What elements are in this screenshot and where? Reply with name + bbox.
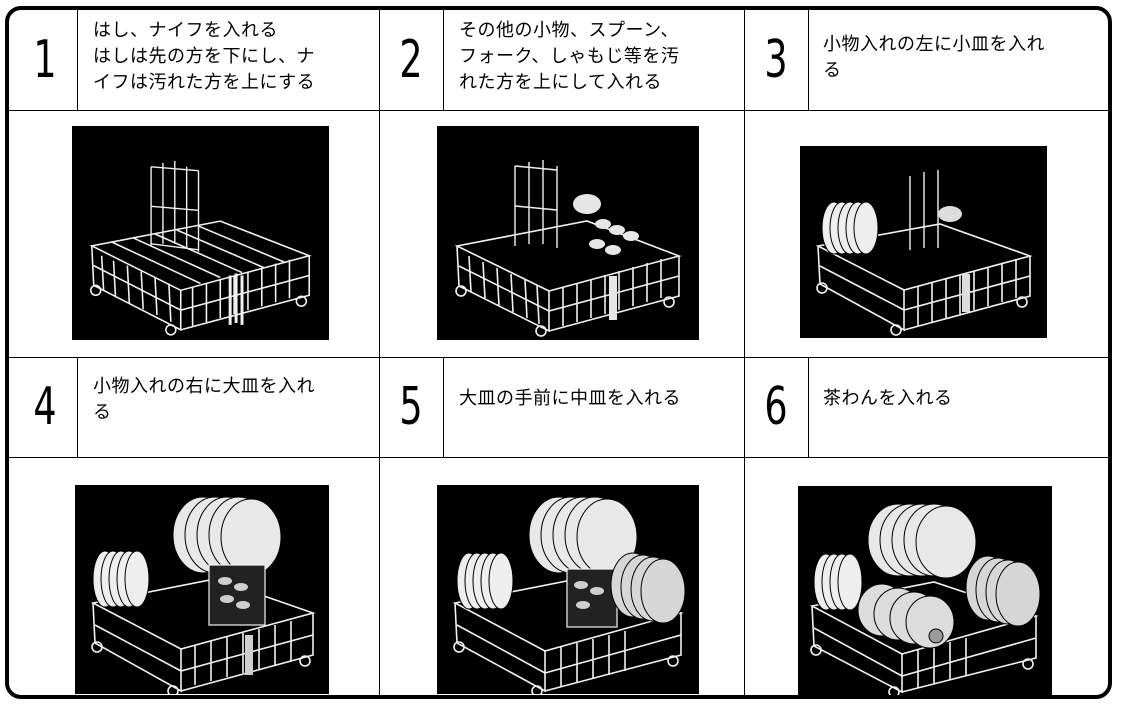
- basket-icon: [815, 223, 1033, 336]
- step-number-5: 5: [399, 377, 423, 437]
- step-number-divider: [77, 357, 78, 457]
- step-number-divider: [808, 357, 809, 457]
- step-2-line-3: れた方を上にして入れる: [459, 72, 662, 93]
- instruction-grid: 1 はし、ナイフを入れる はしは先の方を下にし、ナ イフは汚れた方を上にする 2…: [9, 10, 1108, 695]
- large-plates-icon: [867, 503, 977, 579]
- step-4-text: 小物入れの右に大皿を入れ る: [93, 374, 315, 426]
- step-2-line-2: フォーク、しゃもじ等を汚: [459, 46, 680, 67]
- step-5-basket-illustration: [452, 496, 686, 694]
- row-divider: [9, 110, 1108, 111]
- utensil-holder-icon: [909, 170, 939, 250]
- step-number-divider: [443, 357, 444, 457]
- step-2-line-1: その他の小物、スプーン、: [459, 20, 680, 41]
- utensil-holder-icon: [514, 160, 558, 248]
- column-divider: [379, 10, 380, 695]
- step-6-photo: [798, 486, 1052, 695]
- basket-icon: [452, 578, 684, 694]
- step-3-photo: [800, 146, 1047, 338]
- step-4-basket-illustration: [90, 496, 316, 694]
- large-plates-icon: [172, 496, 282, 576]
- step-3-text: 小物入れの左に小皿を入れ る: [823, 32, 1045, 84]
- basket-icon: [90, 578, 316, 694]
- basket-icon: [89, 220, 312, 336]
- step-number-2: 2: [399, 30, 423, 90]
- small-plates-icon: [456, 552, 514, 610]
- step-number-divider: [443, 10, 444, 110]
- step-1-line-1: はし、ナイフを入れる: [93, 20, 278, 41]
- basket-icon: [454, 220, 682, 337]
- step-number-1: 1: [33, 30, 57, 90]
- step-4-line-1: 小物入れの右に大皿を入れ: [93, 376, 315, 397]
- row-divider: [9, 357, 1108, 358]
- small-plates-icon: [821, 201, 879, 255]
- chopsticks-icon: [228, 273, 244, 325]
- utensil-holder-icon: [566, 568, 618, 628]
- step-5-line-1: 大皿の手前に中皿を入れる: [459, 388, 681, 409]
- bowls-icon: [857, 583, 955, 649]
- step-2-basket-illustration: [454, 160, 682, 337]
- step-6-text: 茶わんを入れる: [823, 386, 953, 412]
- medium-plates-icon: [965, 555, 1041, 627]
- row-divider: [9, 457, 1108, 458]
- step-3-basket-illustration: [815, 170, 1033, 336]
- step-1-basket-illustration: [89, 160, 312, 336]
- medium-plates-icon: [610, 552, 686, 624]
- step-6-basket-illustration: [809, 503, 1041, 695]
- instruction-sheet: 1 はし、ナイフを入れる はしは先の方を下にし、ナ イフは汚れた方を上にする 2…: [5, 6, 1112, 699]
- step-5-text: 大皿の手前に中皿を入れる: [459, 386, 681, 412]
- step-3-line-1: 小物入れの左に小皿を入れ: [823, 34, 1045, 55]
- step-number-4: 4: [33, 377, 57, 437]
- step-1-line-2: はしは先の方を下にし、ナ: [93, 46, 315, 67]
- step-2-text: その他の小物、スプーン、 フォーク、しゃもじ等を汚 れた方を上にして入れる: [459, 18, 679, 96]
- small-plates-icon: [92, 550, 150, 608]
- spoons-icon: [573, 194, 639, 320]
- step-number-divider: [808, 10, 809, 110]
- large-plates-icon: [528, 496, 638, 576]
- utensil-holder-icon: [150, 160, 200, 252]
- step-1-photo: [72, 126, 329, 340]
- step-number-3: 3: [764, 30, 788, 90]
- step-number-6: 6: [764, 377, 788, 437]
- step-3-line-2: る: [823, 60, 842, 81]
- small-plates-icon: [813, 553, 863, 611]
- step-1-line-3: イフは汚れた方を上にする: [93, 72, 316, 93]
- step-6-line-1: 茶わんを入れる: [823, 388, 953, 409]
- step-5-photo: [437, 485, 699, 694]
- step-number-divider: [77, 10, 78, 110]
- step-1-text: はし、ナイフを入れる はしは先の方を下にし、ナ イフは汚れた方を上にする: [93, 18, 315, 96]
- step-4-photo: [75, 485, 329, 694]
- column-divider: [744, 10, 745, 695]
- step-4-line-2: る: [93, 402, 112, 423]
- utensil-holder-icon: [208, 564, 266, 675]
- step-2-photo: [437, 126, 699, 340]
